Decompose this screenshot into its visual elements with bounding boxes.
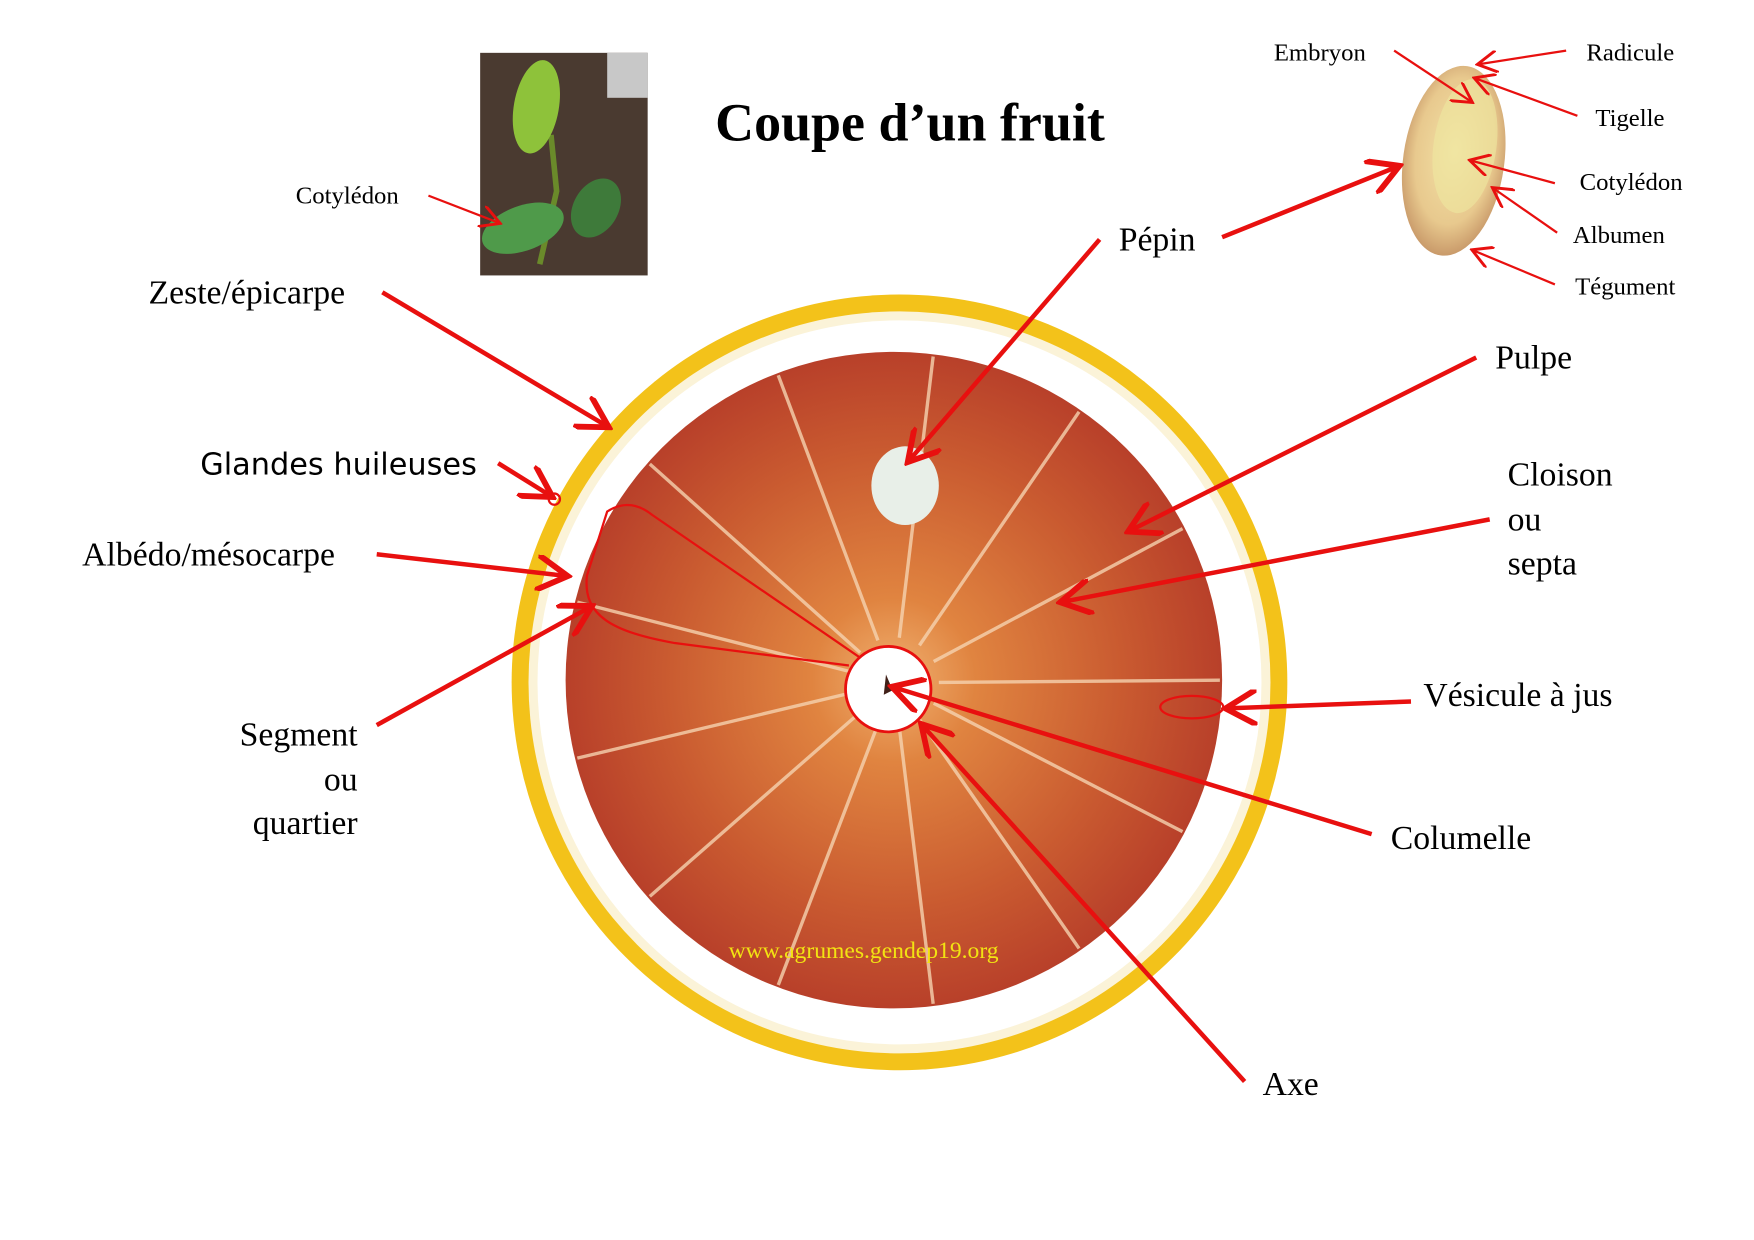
label-albumen: Albumen: [1573, 222, 1665, 249]
segment-outline: [585, 503, 861, 667]
septum-line: [897, 726, 935, 1004]
label-albedo: Albédo/mésocarpe: [82, 536, 335, 573]
label-zeste: Zeste/épicarpe: [149, 275, 346, 312]
label-axe: Axe: [1263, 1066, 1319, 1103]
label-tegument: Tégument: [1575, 274, 1675, 301]
label-pepin: Pépin: [1119, 222, 1196, 259]
label-glandes: Glandes huileuses: [200, 447, 477, 482]
label-cloison-ou: ou: [1508, 502, 1542, 539]
septum-line: [776, 374, 880, 641]
watermark: www.agrumes.gendep19.org: [729, 938, 999, 964]
label-columelle: Columelle: [1391, 820, 1531, 857]
septum-line: [576, 691, 851, 760]
label-pulpe: Pulpe: [1495, 340, 1572, 377]
label-radicule: Radicule: [1586, 40, 1674, 67]
seed-illustration: [1401, 65, 1506, 256]
label-embryon: Embryon: [1274, 40, 1366, 67]
septum-line: [776, 723, 880, 986]
label-segment: Segment: [240, 716, 359, 753]
label-segment-ou: ou: [324, 761, 358, 798]
septum-line: [648, 710, 862, 898]
septum-line: [918, 410, 1081, 647]
septum-line: [932, 701, 1184, 834]
septum-line: [938, 678, 1220, 685]
label-cloison: Cloison: [1508, 457, 1613, 494]
seedling-photo: [480, 52, 648, 276]
label-cloison-septa: septa: [1508, 545, 1577, 582]
pepin-seed: [871, 446, 939, 526]
label-vesicule: Vésicule à jus: [1423, 677, 1612, 714]
label-tigelle: Tigelle: [1595, 105, 1664, 132]
label-seedling-cotyledon: Cotylédon: [296, 182, 399, 209]
septum-line: [648, 462, 862, 654]
page-title: Coupe d’un fruit: [715, 93, 1105, 153]
arrows: [375, 49, 1578, 1083]
label-segment-quartier: quartier: [253, 805, 358, 842]
label-seed-cotyledon: Cotylédon: [1580, 169, 1683, 196]
